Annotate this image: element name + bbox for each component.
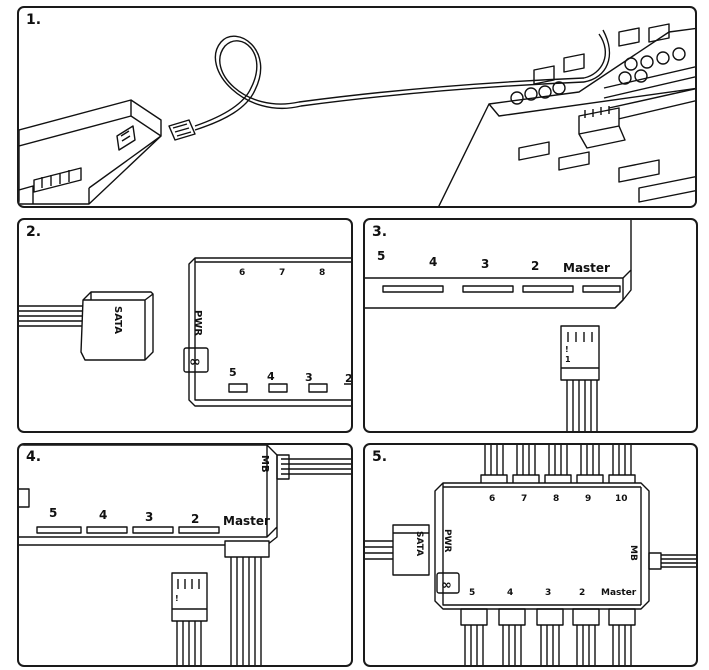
step-4-illustration: MB 5 4 3 2 Master !: [19, 445, 351, 665]
pwr-label: PWR: [442, 529, 452, 553]
step-4-number: 4.: [26, 449, 42, 465]
port-6: 6: [489, 494, 495, 504]
port-7: 7: [521, 494, 527, 504]
port-3: 3: [305, 371, 313, 384]
step-2-number: 2.: [26, 224, 42, 240]
port-5: 5: [469, 588, 475, 598]
step-2-panel: 2. SATA PWR ∞ 6 7 8 5 4 3 2: [17, 218, 353, 433]
master-label: Master: [563, 261, 610, 275]
port-9: 9: [585, 494, 591, 504]
rgb-wires: [566, 380, 598, 431]
master-connector: [224, 540, 270, 558]
port-2: 2: [531, 259, 539, 273]
master-label: Master: [601, 588, 637, 598]
pin-marker: !: [565, 345, 569, 354]
step-5-number: 5.: [372, 449, 388, 465]
port-4: 4: [99, 508, 107, 522]
sata-cable: [19, 305, 83, 327]
step-3-illustration: 5 4 3 2 Master ! 1: [365, 220, 632, 431]
step-2-illustration: SATA PWR ∞ 6 7 8 5 4 3 2: [19, 257, 353, 407]
sata-label: SATA: [414, 531, 424, 556]
port-10: 10: [615, 494, 628, 504]
step-5-illustration: SATA PWR MB ∞ 6 7 8 9 10 5 4 3 2 Master: [365, 445, 696, 665]
hub-body: [19, 445, 278, 546]
step-1-panel: 1.: [17, 6, 697, 208]
rgb-connector: [560, 325, 600, 381]
step-3-panel: 3. 5 4 3 2 Master ! 1: [363, 218, 698, 433]
port-2: 2: [345, 372, 353, 385]
mb-label: MB: [628, 545, 638, 561]
sata-connector: [80, 291, 154, 361]
pin-marker: !: [175, 594, 179, 603]
logo-mark: ∞: [189, 354, 201, 370]
port-5: 5: [229, 366, 237, 379]
port-4: 4: [267, 370, 275, 383]
port-2: 2: [579, 588, 585, 598]
port-3: 3: [145, 510, 153, 524]
logo-box: [183, 347, 209, 373]
port-5: 5: [377, 249, 385, 263]
rgb-cable: [194, 40, 585, 127]
pwr-label: PWR: [192, 310, 203, 336]
step-1-illustration: [19, 23, 695, 206]
master-label: Master: [223, 514, 270, 528]
port-8: 8: [553, 494, 559, 504]
port-6: 6: [239, 268, 245, 278]
port-3: 3: [545, 588, 551, 598]
port-7: 7: [279, 268, 285, 278]
pin-marker-1: 1: [565, 355, 571, 364]
step-3-number: 3.: [372, 224, 388, 240]
port-4: 4: [429, 255, 437, 269]
port-5: 5: [49, 506, 57, 520]
step-4-panel: 4. MB 5 4 3 2 Master !: [17, 443, 353, 667]
mb-label: MB: [259, 455, 270, 473]
hub-body: [434, 482, 650, 610]
logo-mark: ∞: [441, 578, 452, 593]
step-5-panel: 5.: [363, 443, 698, 667]
mb-connector: [276, 454, 290, 480]
sata-label: SATA: [112, 306, 123, 334]
port-2: 2: [191, 512, 199, 526]
logo-box: [436, 572, 460, 594]
port-4: 4: [507, 588, 513, 598]
hub-slot: [116, 125, 136, 151]
port-3: 3: [481, 257, 489, 271]
step-1-number: 1.: [26, 12, 42, 28]
port-8: 8: [319, 268, 325, 278]
